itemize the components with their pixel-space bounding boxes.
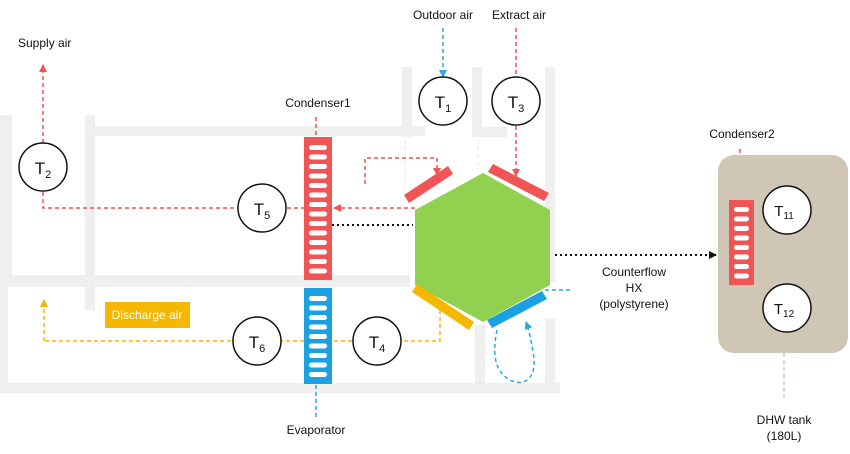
coil-slot (309, 315, 327, 320)
discharge-air-label: Discharge air (112, 308, 183, 322)
coil-slot (309, 240, 327, 245)
condenser2-label: Condenser2 (709, 127, 775, 141)
outdoor-air-label: Outdoor air (413, 8, 473, 22)
sensor-t5: T5 (237, 183, 287, 233)
svg-text:T4: T4 (369, 333, 386, 355)
sensor-t2: T2 (18, 142, 68, 192)
svg-text:T6: T6 (249, 333, 266, 355)
sensor-t1: T1 (418, 76, 468, 126)
svg-text:Counterflow: Counterflow (602, 265, 666, 279)
condenser1-coil (304, 137, 332, 280)
coil-slot (309, 154, 327, 160)
svg-text:T1: T1 (435, 93, 452, 115)
coil-slot (309, 192, 327, 198)
coil-slot (734, 235, 749, 241)
svg-text:T5: T5 (254, 200, 271, 222)
extract-air-label: Extract air (492, 8, 546, 22)
duct-thin-outlines (91, 140, 479, 300)
hx-plate-top-right (488, 164, 549, 201)
outdoor-air-path (315, 28, 570, 420)
svg-text:(polystyrene): (polystyrene) (599, 297, 668, 311)
coil-slot (309, 372, 327, 377)
svg-text:T3: T3 (508, 93, 525, 115)
evaporator-coil (304, 288, 332, 384)
supply-air-label: Supply air (18, 36, 71, 50)
hx-plate-top-left (404, 166, 453, 203)
sensor-t3: T3 (491, 76, 541, 126)
coil-slot (734, 264, 749, 269)
coil-slot (309, 202, 327, 207)
svg-text:DHW tank: DHW tank (757, 413, 813, 427)
coil-slot (309, 268, 327, 274)
svg-text:T11: T11 (774, 203, 794, 222)
coil-slot (309, 259, 327, 264)
coil-slot (309, 353, 327, 358)
coil-slot (309, 164, 327, 169)
evaporator-label: Evaporator (287, 423, 346, 437)
sensor-t11: T11 (762, 185, 812, 235)
supply-air-path (39, 64, 415, 212)
hx-plate-bottom-left (412, 284, 474, 330)
coil-slot (734, 273, 749, 279)
svg-text:T12: T12 (774, 301, 795, 320)
coil-slot (309, 173, 327, 179)
condenser1-label: Condenser1 (285, 96, 351, 110)
coil-slot (734, 245, 749, 250)
coil-slot (309, 145, 327, 150)
counterflow-hx-label: Counterflow HX (polystyrene) (599, 265, 668, 311)
coil-slot (309, 296, 327, 301)
coil-slot (309, 305, 327, 311)
coil-slot (734, 207, 749, 212)
coil-slot (309, 343, 327, 349)
coil-slot (309, 362, 327, 368)
coil-slot (309, 230, 327, 236)
discharge-air-badge: Discharge air (105, 302, 190, 328)
sensor-t4: T4 (352, 316, 402, 366)
duct-walls (0, 67, 560, 393)
sensor-t6: T6 (232, 316, 282, 366)
coil-slot (309, 249, 327, 255)
coil-slot (309, 324, 327, 330)
condenser2-coil (729, 200, 754, 285)
svg-text:(180L): (180L) (767, 429, 802, 443)
coil-slot (309, 221, 327, 226)
coil-slot (734, 216, 749, 222)
svg-text:HX: HX (626, 281, 643, 295)
coil-slot (309, 334, 327, 339)
coil-slot (734, 254, 749, 260)
sensor-t12: T12 (762, 283, 812, 333)
coil-slot (734, 226, 749, 231)
dhw-tank-label: DHW tank (180L) (757, 413, 813, 443)
hx-plate-bottom-right (487, 291, 547, 328)
counterflow-hx (404, 164, 550, 330)
coil-slot (309, 211, 327, 217)
coil-slot (309, 183, 327, 188)
hx-link-lines (332, 224, 717, 259)
svg-text:T2: T2 (35, 159, 52, 181)
